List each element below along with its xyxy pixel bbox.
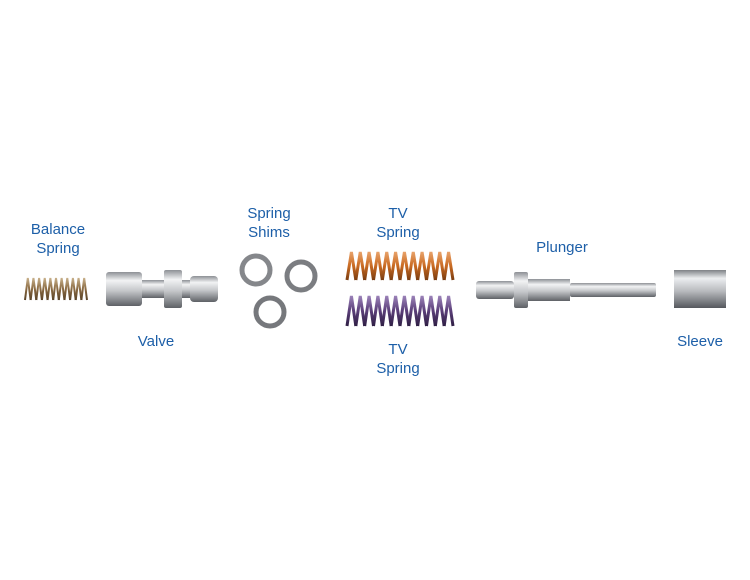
spring-coil — [35, 277, 43, 301]
spring-coil — [389, 295, 402, 327]
spring-coil — [46, 277, 55, 301]
balance-spring — [24, 276, 88, 304]
spring-coil — [345, 295, 358, 327]
sleeve — [674, 270, 728, 308]
tv-spring-purple — [345, 294, 455, 330]
spring-coil — [425, 251, 437, 281]
spring-coil — [24, 277, 32, 301]
spring-coil — [416, 295, 428, 327]
spring-coil — [69, 277, 77, 301]
spring-coil — [363, 251, 375, 281]
spring-coil — [398, 251, 411, 281]
spring-coil — [363, 295, 375, 327]
spring-shims-label: Spring Shims — [247, 205, 291, 241]
valve — [106, 270, 220, 308]
spring-coil — [389, 251, 402, 281]
sleeve-image — [674, 270, 726, 308]
shim-ring — [284, 259, 318, 293]
spring-coil — [345, 251, 358, 281]
spring-coil — [354, 295, 367, 327]
spring-coil — [380, 251, 393, 281]
spring-coil — [425, 295, 437, 327]
spring-coil — [433, 295, 446, 327]
spring-coil — [57, 277, 66, 301]
tv-spring-purple-image — [345, 295, 455, 327]
spring-coil — [407, 295, 420, 327]
spring-coil — [354, 251, 367, 281]
spring-coil — [416, 251, 428, 281]
balance-spring-image — [24, 277, 88, 301]
plunger — [476, 272, 658, 308]
shim-ring — [253, 295, 287, 329]
valve-label: Valve — [137, 333, 175, 350]
plunger-label: Plunger — [536, 239, 588, 256]
spring-coil — [433, 251, 446, 281]
spring-shims-image — [239, 253, 318, 329]
shim-ring — [239, 253, 273, 287]
spring-coil — [442, 251, 455, 281]
spring-coil — [380, 295, 393, 327]
spring-coil — [398, 295, 411, 327]
spring-coil — [29, 277, 38, 301]
spring-coil — [40, 277, 49, 301]
spring-coil — [63, 277, 72, 301]
spring-coil — [442, 295, 455, 327]
spring-coil — [52, 277, 60, 301]
spring-coil — [74, 277, 83, 301]
tv-spring-orange — [345, 250, 455, 284]
sleeve-label: Sleeve — [677, 333, 723, 350]
balance-spring-label: Balance Spring — [30, 221, 86, 257]
spring-shims — [238, 250, 322, 332]
tv-spring-top-label: TV Spring — [376, 205, 420, 241]
spring-coil — [372, 251, 384, 281]
tv-spring-orange-image — [345, 251, 455, 281]
plunger-image — [476, 272, 656, 308]
valve-image — [106, 270, 218, 308]
spring-coil — [80, 277, 88, 301]
spring-coil — [407, 251, 420, 281]
spring-coil — [372, 295, 384, 327]
tv-spring-bottom-label: TV Spring — [376, 341, 420, 377]
